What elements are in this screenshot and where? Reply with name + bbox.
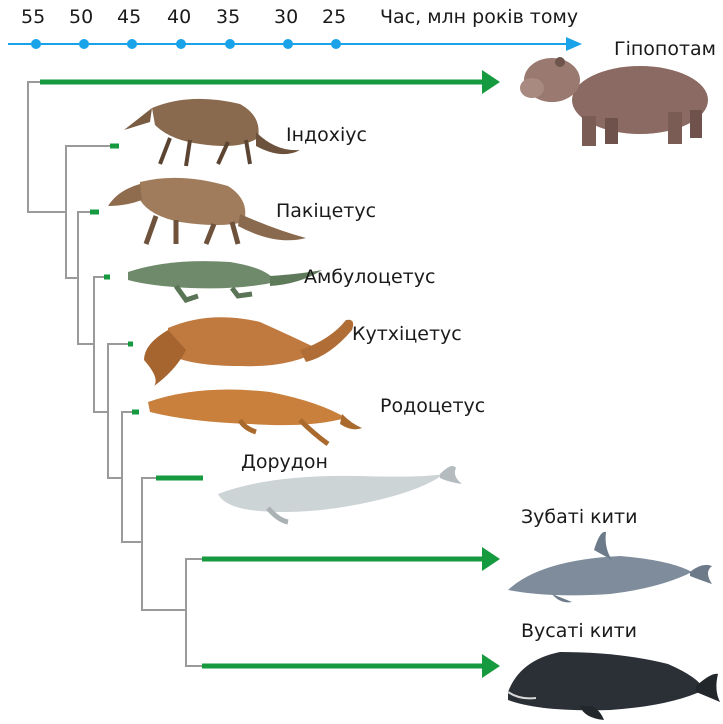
timeline-tick-label: 25 — [322, 8, 346, 27]
taxon-label-toothed-whales: Зубаті кити — [521, 508, 637, 527]
phylogenetic-tree — [28, 82, 202, 666]
arrowhead — [482, 654, 500, 678]
kutchicetus-illustration — [144, 317, 353, 386]
arrowhead — [482, 70, 500, 94]
timeline-caption: Час, млн років тому — [380, 8, 578, 27]
timeline-tick-dot — [176, 39, 186, 49]
taxon-label-ambulocetus: Амбулоцетус — [304, 268, 435, 287]
timeline-axis — [8, 37, 582, 51]
timeline-tick-dot — [225, 39, 235, 49]
ambulocetus-illustration — [128, 261, 322, 300]
arrowhead — [482, 547, 500, 571]
timeline-tick-label: 50 — [69, 8, 93, 27]
rodhocetus-illustration — [148, 390, 362, 444]
timeline-tick-label: 30 — [274, 8, 298, 27]
timeline-tick-label: 35 — [216, 8, 240, 27]
timeline-tick-dot — [283, 39, 293, 49]
dolphin-illustration — [508, 532, 712, 603]
taxon-label-kutchicetus: Кутхіцетус — [352, 325, 462, 344]
timeline-tick-dot — [79, 39, 89, 49]
taxon-label-hippo: Гіпопотам — [614, 40, 716, 59]
taxon-label-indohyus: Індохіус — [286, 126, 367, 145]
dorudon-illustration — [218, 466, 462, 522]
taxon-label-dorudon: Дорудон — [241, 453, 328, 472]
timeline-tick-label: 40 — [167, 8, 191, 27]
timeline-tick-label: 45 — [117, 8, 141, 27]
indohyus-illustration — [124, 99, 300, 166]
timeline-tick-label: 55 — [21, 8, 45, 27]
taxon-label-rodhocetus: Родоцетус — [380, 397, 485, 416]
taxon-label-pakicetus: Пакіцетус — [276, 202, 376, 221]
right-whale-illustration — [508, 652, 720, 720]
timeline-tick-dot — [31, 39, 41, 49]
timeline-arrowhead — [566, 37, 582, 51]
timeline-tick-dot — [331, 39, 341, 49]
hippopotamus-illustration — [520, 57, 708, 146]
timeline-tick-dot — [127, 39, 137, 49]
taxon-label-baleen-whales: Вусаті кити — [521, 622, 637, 641]
